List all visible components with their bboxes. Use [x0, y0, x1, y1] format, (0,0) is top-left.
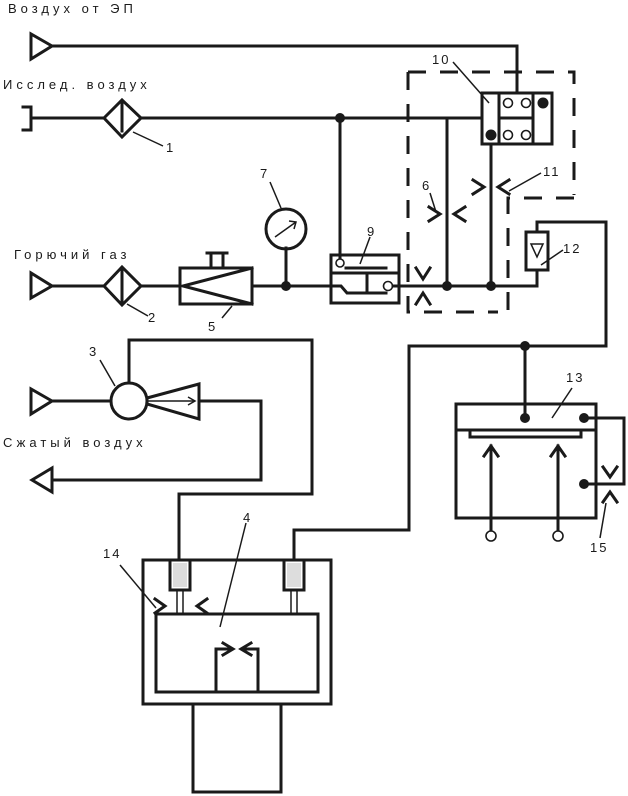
valve-7: 9 — [320, 224, 401, 305]
callout-15: 15 — [590, 540, 608, 555]
enclosure-dashed-left — [406, 72, 498, 314]
callout-14: 14 — [103, 546, 121, 561]
callout-12: 12 — [563, 241, 581, 256]
nozzle-11: 11 — [470, 164, 561, 197]
inlet-triangle-icon — [29, 31, 55, 62]
callout-11: 11 — [543, 164, 561, 179]
inlet-triangle-icon — [29, 270, 55, 301]
callout-13: 13 — [566, 370, 584, 385]
nozzle-9: 6 — [422, 178, 468, 224]
callout-5: 5 — [208, 319, 217, 334]
test-air-inlet: 1 — [21, 97, 484, 260]
label-fuel-gas: Горючий газ — [14, 247, 131, 262]
ejector-3: 3 — [29, 338, 314, 562]
fuel-gas-inlet: 2 5 7 — [29, 166, 333, 334]
callout-1: 1 — [166, 140, 175, 155]
valve-block-10: 10 — [432, 52, 554, 146]
callout-9: 6 — [422, 178, 431, 193]
air-from-ep-line — [50, 44, 519, 95]
callout-10: 10 — [432, 52, 450, 67]
callout-4: 4 — [243, 510, 252, 525]
label-compressed-air: Сжатый воздух — [3, 435, 147, 450]
enclosure-dashed-upper — [408, 70, 576, 195]
callout-7: 9 — [367, 224, 376, 239]
regulator-5 — [178, 266, 254, 306]
enclosure-dashed-step — [506, 196, 574, 312]
label-test-air: Исслед. воздух — [3, 77, 151, 92]
pressure-gauge-6 — [264, 207, 308, 251]
callout-3: 3 — [89, 344, 98, 359]
outlet-triangle-icon — [29, 465, 54, 495]
detector-13: 13 15 — [454, 341, 626, 555]
air-from-ep-inlet — [29, 31, 519, 95]
chamber-4: 14 4 — [103, 510, 333, 794]
label-air-from-ep: Воздух от ЭП — [8, 1, 137, 16]
callout-2: 2 — [148, 310, 157, 325]
inlet-triangle-icon — [29, 386, 55, 417]
callout-6: 7 — [260, 166, 269, 181]
flowmeter-12: 12 — [292, 220, 608, 562]
